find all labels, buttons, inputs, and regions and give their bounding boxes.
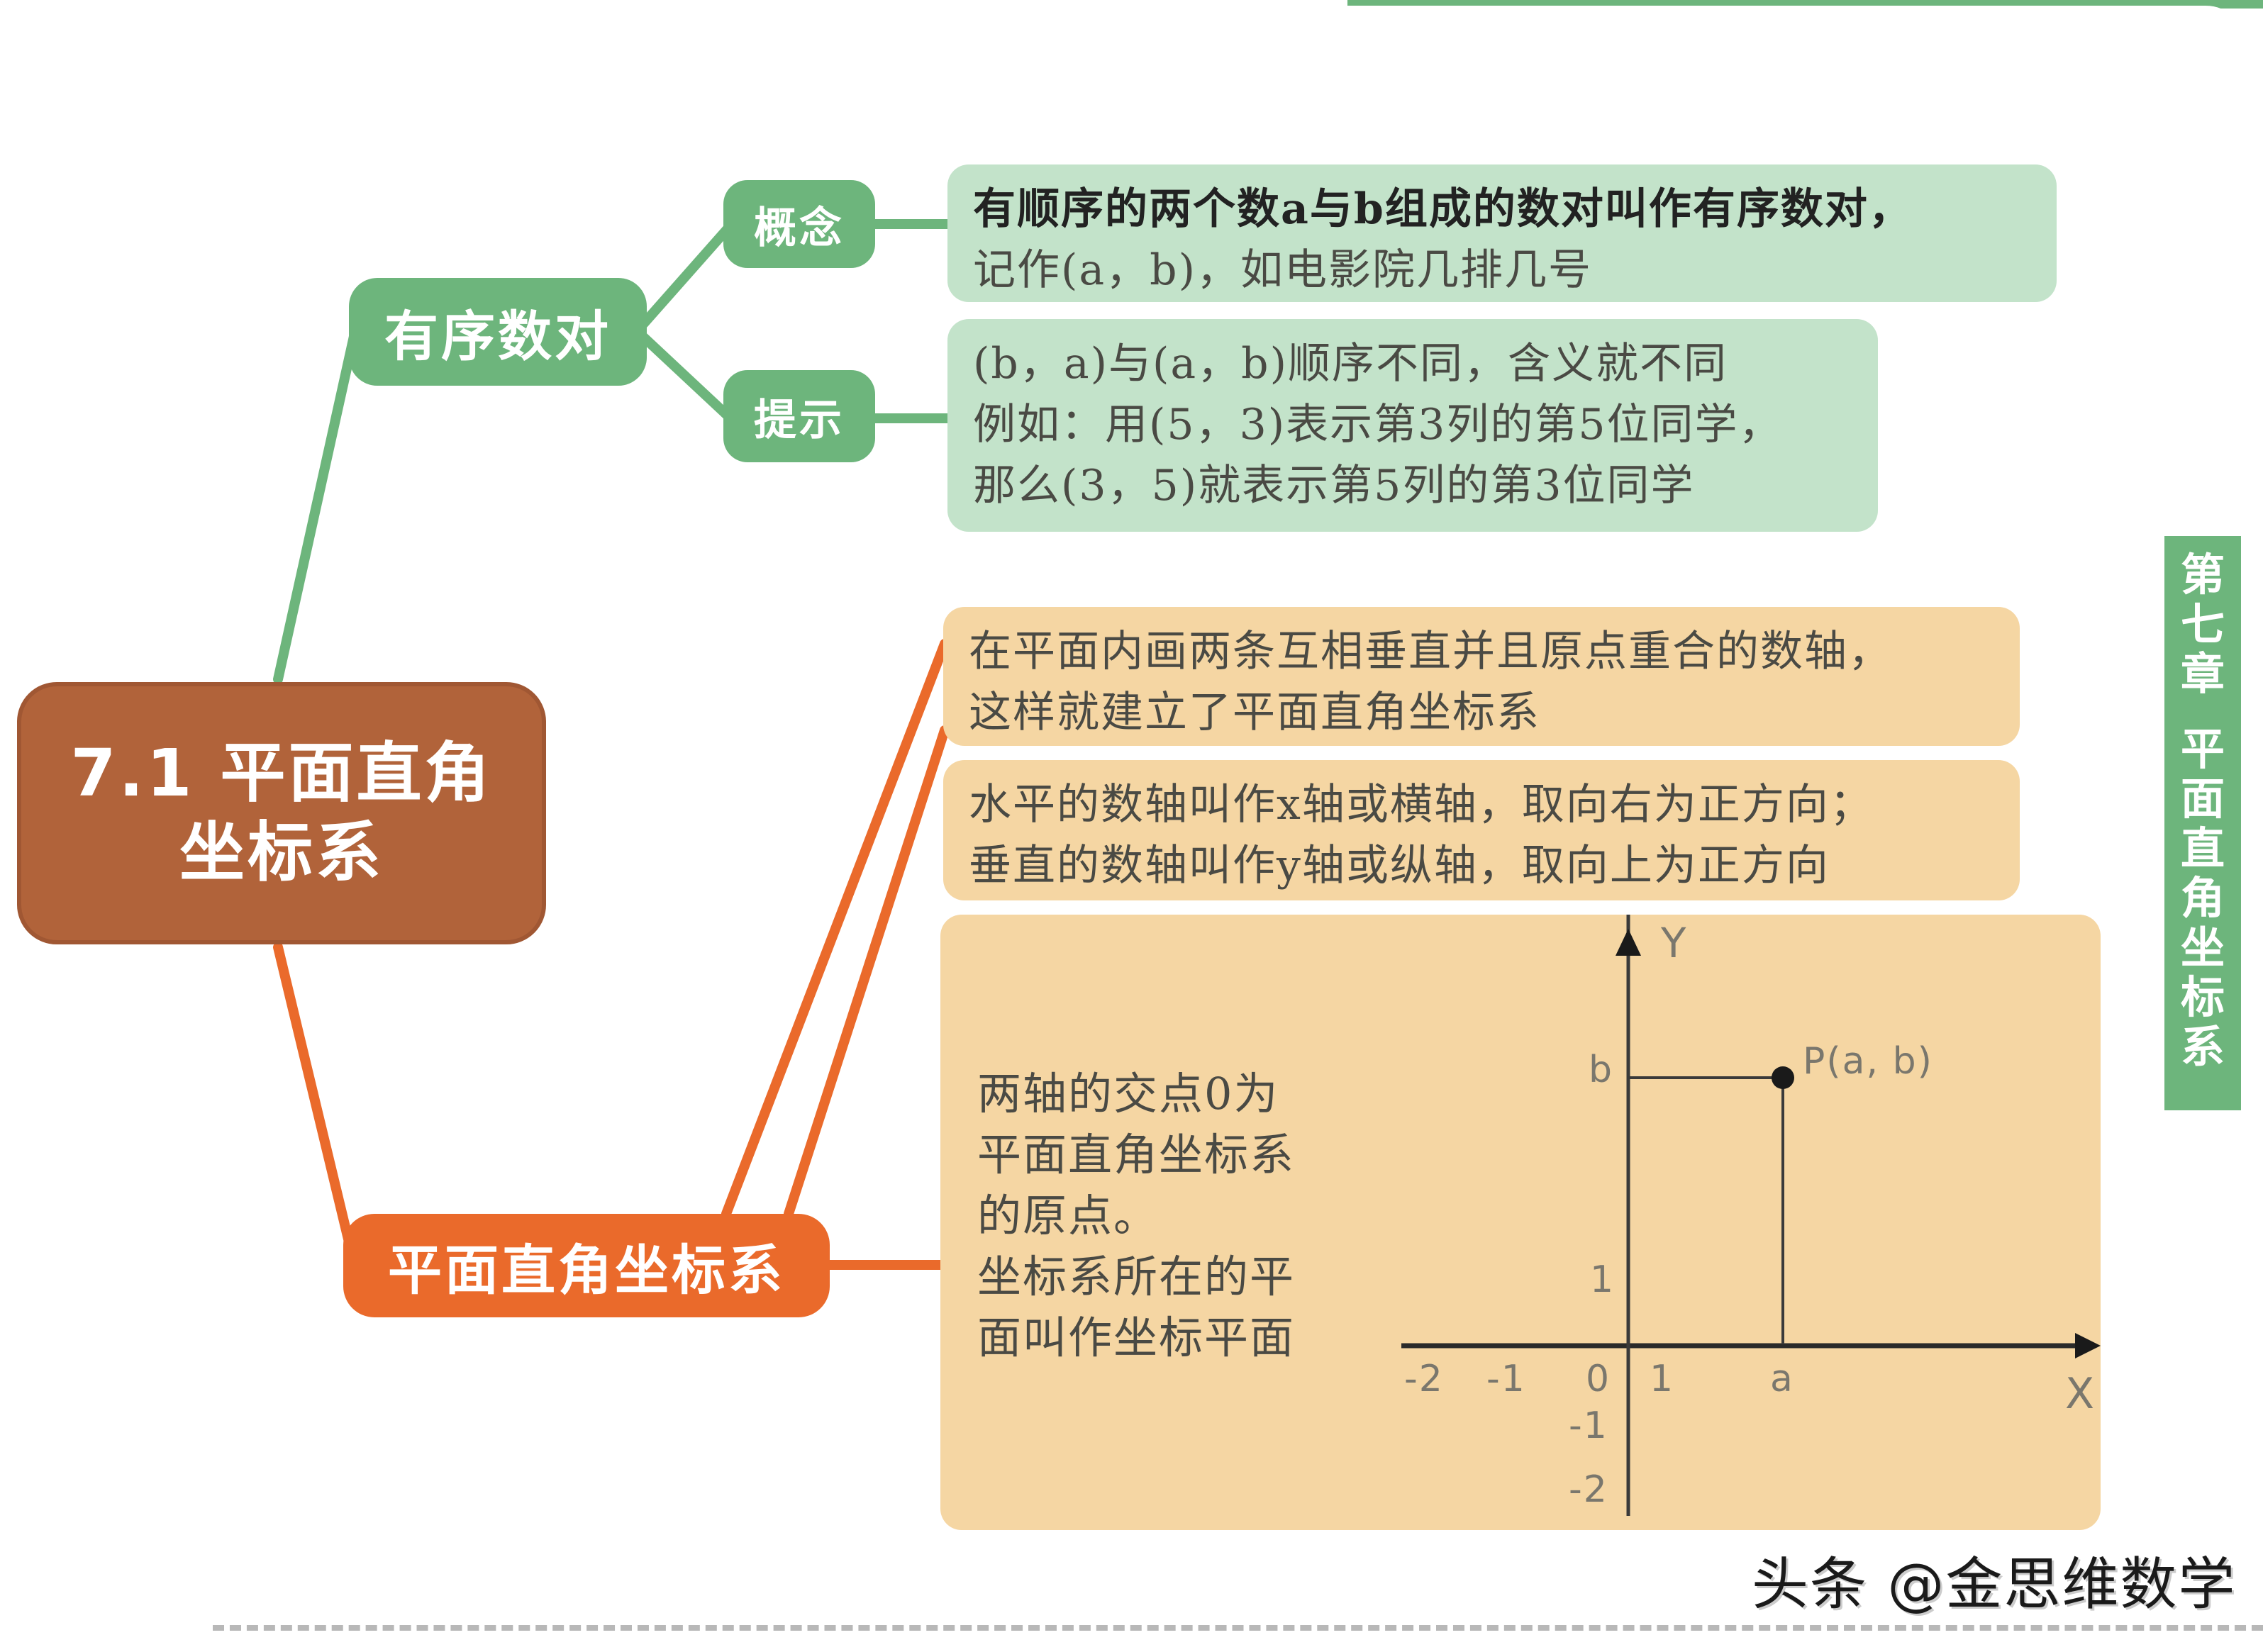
origin-text: 两轴的交点0为 平面直角坐标系 的原点。 坐标系所在的平 面叫作坐标平面 [977,1064,1374,1368]
connector-coordinate-to-definition [721,639,950,1219]
y-axis-label: Y [1660,919,1687,967]
node-concept-label: 概念 [754,203,845,253]
origin-line-5: 面叫作坐标平面 [977,1312,1296,1363]
connector-ordered-to-hint [639,333,735,423]
point-p-label: P(a, b) [1803,1040,1933,1083]
node-concept[interactable]: 概念 [723,180,875,268]
y-axis-arrow-icon [1616,929,1641,956]
concept-line-2: 记作(a，b)，如电影院几排几号 [973,245,1592,295]
definition-line-1: 在平面内画两条互相垂直并且原点重合的数轴， [969,627,1892,676]
x-axis-arrow-icon [2075,1333,2101,1358]
concept-text-box: 有顺序的两个数a与b组成的数对叫作有序数对， 记作(a，b)，如电影院几排几号 [947,164,2057,302]
root-node[interactable]: 7.1 平面直角 坐标系 [17,682,546,944]
footer-dashed-rule [213,1625,2263,1631]
top-band-cutout [1347,6,2248,48]
origin-line-3: 的原点。 [977,1190,1160,1241]
definition-text-box: 在平面内画两条互相垂直并且原点重合的数轴， 这样就建立了平面直角坐标系 [943,607,2020,746]
axes-line-1: 水平的数轴叫作x轴或横轴，取向右为正方向； [969,780,1874,830]
hint-line-1: (b，a)与(a，b)顺序不同，含义就不同 [973,339,1728,389]
y-tick-neg1: -1 [1569,1405,1608,1447]
origin-box: 两轴的交点0为 平面直角坐标系 的原点。 坐标系所在的平 面叫作坐标平面 Y X… [940,915,2101,1530]
chapter-char: 坐 [2180,922,2225,973]
connector-root-to-coordinate [273,942,355,1253]
x-tick-neg2: -2 [1404,1358,1444,1400]
axes-line-2: 垂直的数轴叫作y轴或纵轴，取向上为正方向 [969,841,1830,891]
branch-ordered-pair-label: 有序数对 [384,305,611,368]
hint-text-box: (b，a)与(a，b)顺序不同，含义就不同 例如：用(5，3)表示第3列的第5位… [947,319,1878,532]
chapter-char: 第 [2180,549,2225,601]
x-axis-label: X [2065,1369,2096,1419]
chapter-char: 系 [2180,1021,2225,1073]
chapter-char: 平 [2180,723,2225,775]
chapter-char: 章 [2180,648,2225,700]
watermark: 头条 @金思维数学 [1752,1551,2237,1617]
x-tick-a: a [1770,1358,1794,1400]
root-title-line2: 坐标系 [179,815,384,891]
coordinate-plane-chart: Y X P(a, b) b 1 -1 -2 -2 -1 0 1 a [1401,915,2101,1516]
x-tick-origin: 0 [1586,1358,1611,1400]
node-hint[interactable]: 提示 [723,370,875,462]
node-hint-label: 提示 [754,395,845,445]
origin-line-2: 平面直角坐标系 [977,1129,1296,1181]
branch-ordered-pair[interactable]: 有序数对 [349,278,647,386]
chapter-char: 面 [2180,773,2225,825]
y-tick-b: b [1589,1049,1613,1091]
connector-root-to-ordered [273,328,360,684]
concept-line-1: 有顺序的两个数a与b组成的数对叫作有序数对， [973,184,1913,234]
point-p-marker [1772,1066,1794,1089]
chapter-char: 标 [2180,971,2225,1023]
hint-line-3: 那么(3，5)就表示第5列的第3位同学 [973,461,1695,510]
connector-ordered-to-concept [639,221,735,328]
axes-text-box: 水平的数轴叫作x轴或横轴，取向右为正方向； 垂直的数轴叫作y轴或纵轴，取向上为正… [943,760,2020,900]
chapter-char: 角 [2180,872,2225,924]
branch-coordinate-system-label: 平面直角坐标系 [388,1239,785,1302]
hint-line-2: 例如：用(5，3)表示第3列的第5位同学， [973,400,1783,450]
y-tick-neg2: -2 [1569,1468,1608,1511]
chapter-char: 直 [2180,822,2225,874]
branch-coordinate-system[interactable]: 平面直角坐标系 [343,1214,830,1317]
origin-line-1: 两轴的交点0为 [977,1068,1279,1120]
connector-coordinate-to-axes [784,725,950,1219]
chapter-side-tab: 第 七 章 平 面 直 角 坐 标 系 [2164,536,2241,1110]
x-tick-1: 1 [1650,1358,1674,1400]
root-title-line1: 7.1 平面直角 [70,735,493,811]
y-tick-1: 1 [1590,1258,1615,1301]
x-tick-neg1: -1 [1486,1358,1526,1400]
chapter-char: 七 [2180,598,2225,650]
origin-line-4: 坐标系所在的平 [977,1251,1296,1302]
definition-line-2: 这样就建立了平面直角坐标系 [969,688,1540,737]
